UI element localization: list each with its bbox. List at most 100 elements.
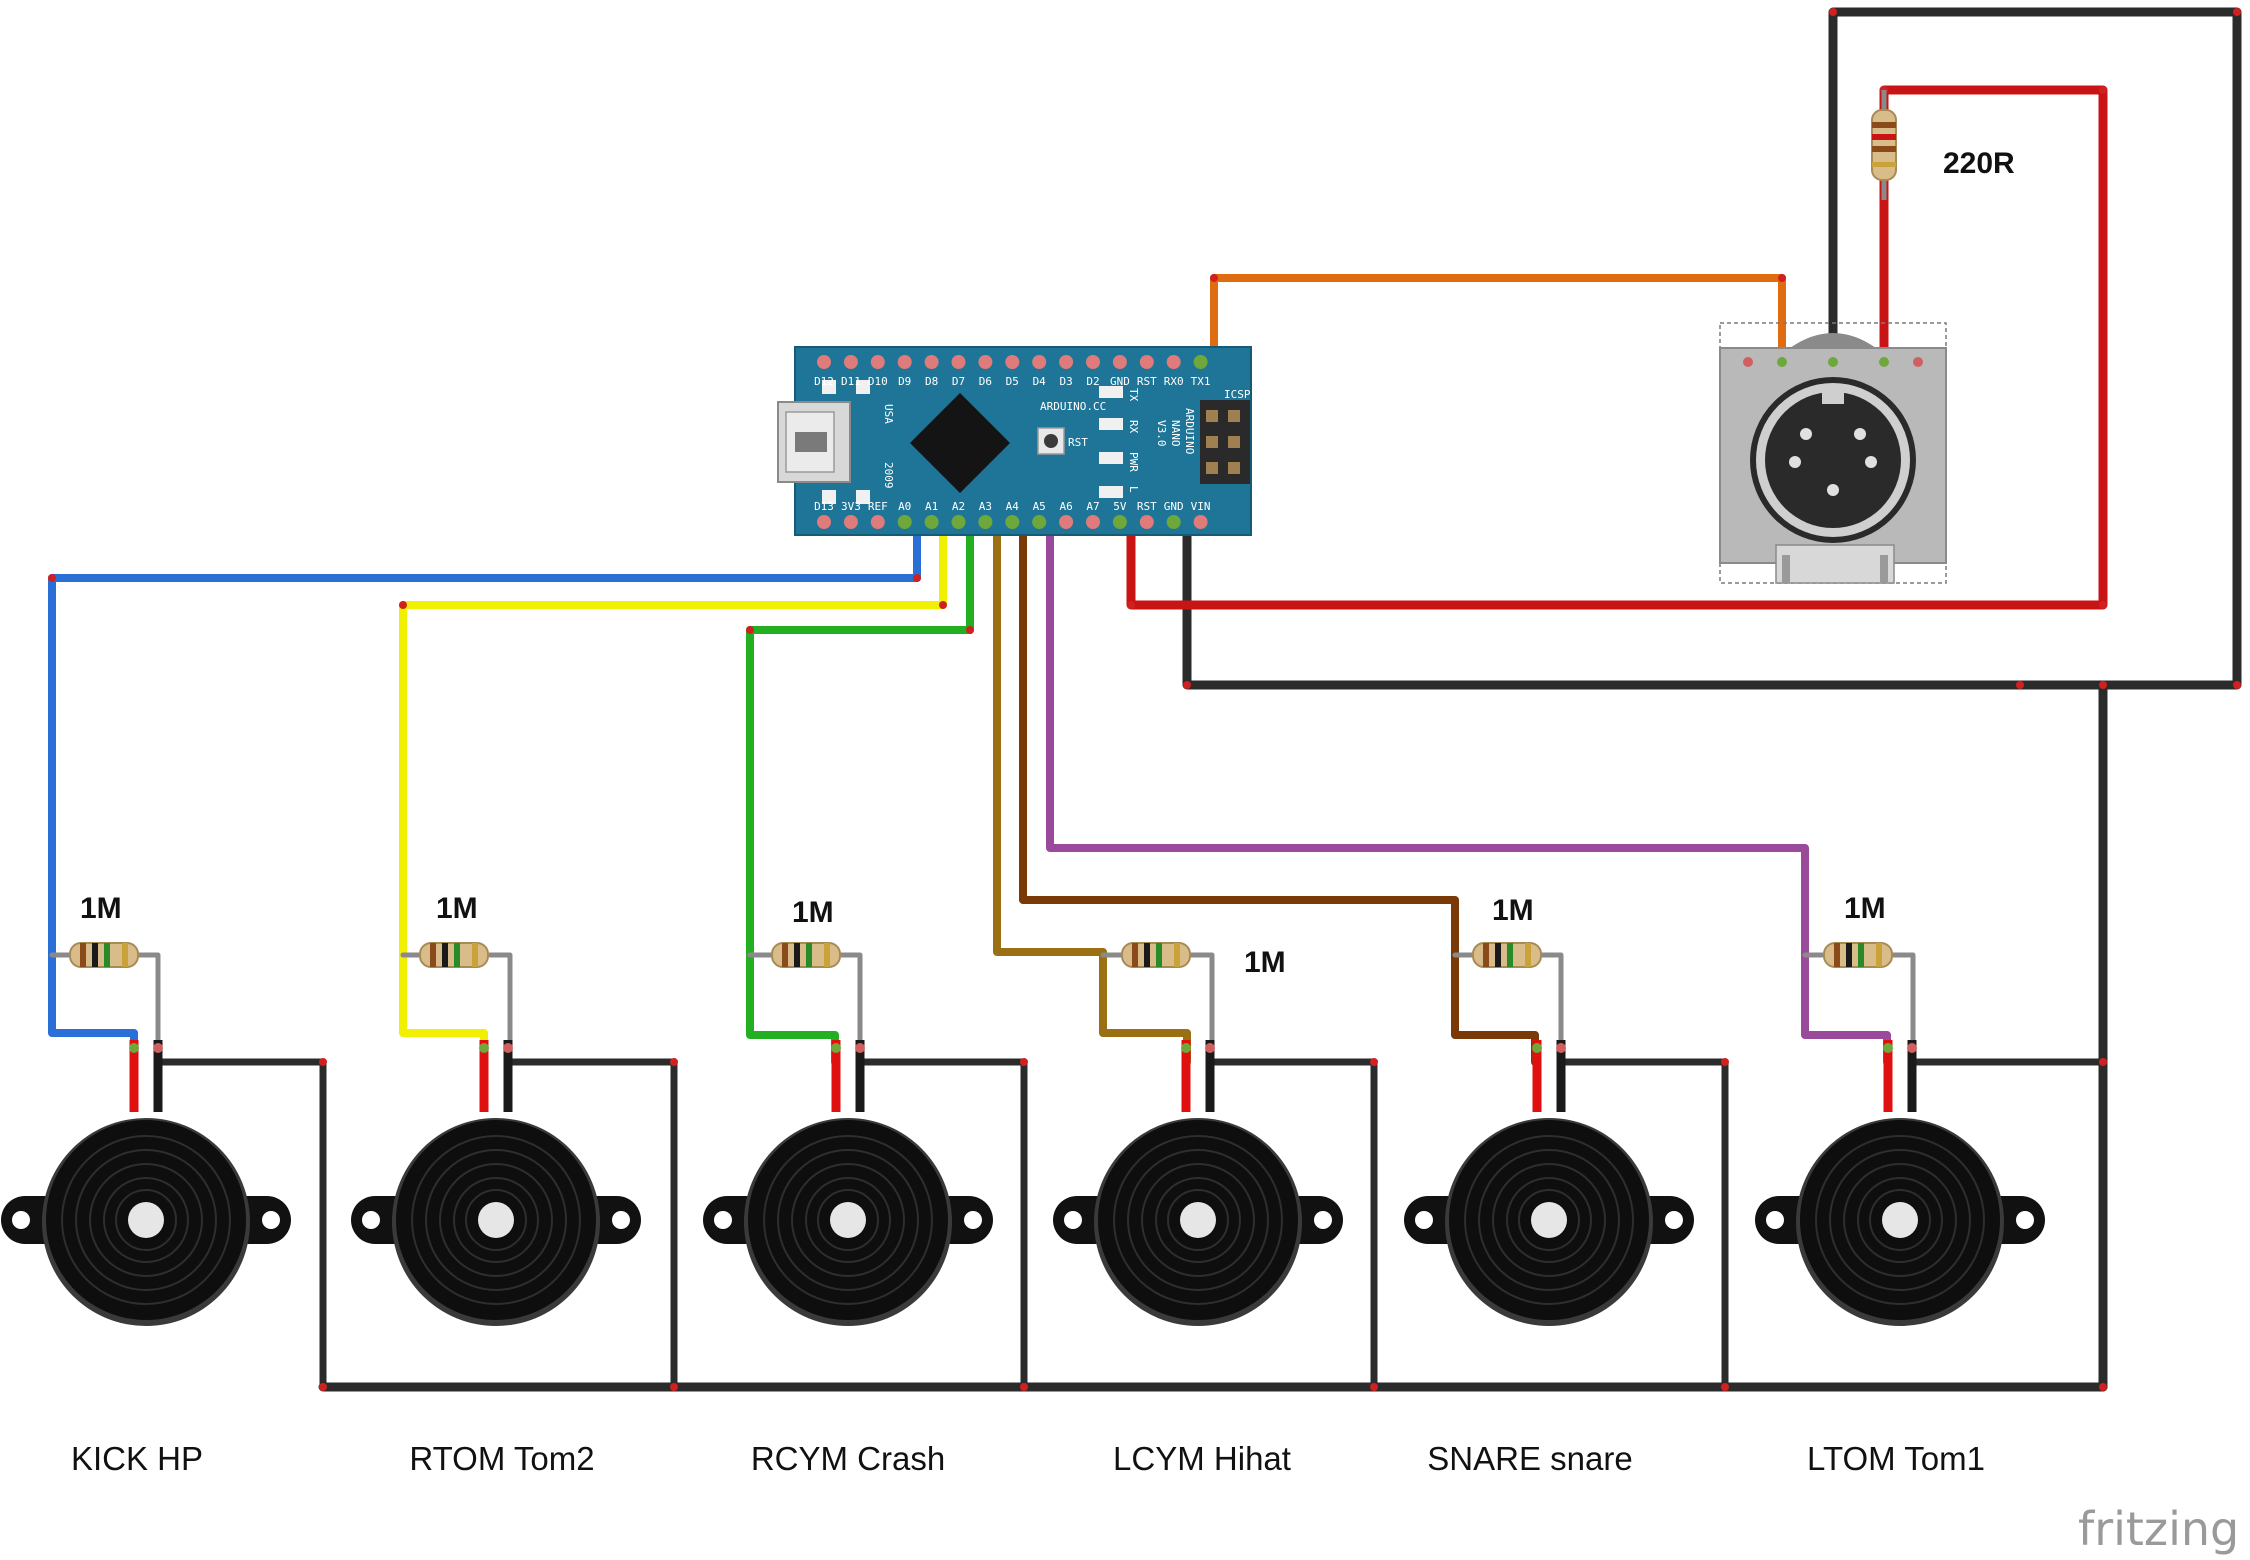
piezo-ring — [1869, 1189, 1931, 1251]
piezo-ring — [411, 1135, 581, 1305]
piezo-mount-hole — [262, 1211, 280, 1229]
wire-a2-green — [746, 518, 974, 1066]
resistor-band — [1876, 943, 1882, 967]
pin-label-bottom: A1 — [925, 500, 938, 513]
resistor-1m: 1M — [771, 896, 841, 968]
resistor-band — [1174, 943, 1180, 967]
pin-label-bottom: VIN — [1191, 500, 1211, 513]
piezo-contact — [129, 1043, 139, 1053]
piezo-contact — [855, 1043, 865, 1053]
piezo-mount-hole — [1314, 1211, 1332, 1229]
pin-label-bottom: A0 — [898, 500, 911, 513]
resistor-band — [782, 943, 788, 967]
resistor-band — [794, 943, 800, 967]
pin-top-d6 — [978, 355, 993, 369]
resistor-band — [92, 943, 98, 967]
resistor-band — [1525, 943, 1531, 967]
resistor-band — [472, 943, 478, 967]
resistor-label: 1M — [80, 892, 122, 925]
pin-top-d10 — [870, 355, 885, 369]
resistor-band — [104, 943, 110, 967]
pin-top-d9 — [897, 355, 912, 369]
piezo-center — [128, 1202, 164, 1238]
resistor-band — [430, 943, 436, 967]
piezo-ring — [453, 1177, 539, 1263]
piezo-ring — [465, 1189, 527, 1251]
resistor-label: 1M — [1492, 894, 1534, 927]
board-brand: ARDUINO.CC — [1040, 400, 1106, 413]
pin-label-top: GND — [1110, 375, 1130, 388]
piezo-ring — [777, 1149, 919, 1291]
piezo-ring — [439, 1163, 553, 1277]
piezo-ring — [425, 1149, 567, 1291]
pin-label-top: D4 — [1033, 375, 1047, 388]
pin-top-d2 — [1086, 355, 1100, 369]
board-rst-label: RST — [1068, 436, 1088, 449]
piezo-mount-hole — [362, 1211, 380, 1229]
pin-label-bottom: A6 — [1059, 500, 1072, 513]
piezo-sensor — [1, 1040, 291, 1326]
pin-label-top: D6 — [979, 375, 992, 388]
pin-label-bottom: A2 — [952, 500, 965, 513]
wire-a5-purple — [1046, 518, 1891, 1066]
piezo-ring — [1141, 1163, 1255, 1277]
pin-label-top: D8 — [925, 375, 938, 388]
piezo-ring — [1127, 1149, 1269, 1291]
board-model-block: ARDUINO NANO V3.0 — [1155, 408, 1196, 454]
led-label: PWR — [1127, 452, 1140, 472]
pin-top-d5 — [1005, 355, 1020, 369]
pin-bottom-a1 — [924, 515, 939, 529]
piezo-ring — [817, 1189, 879, 1251]
piezo-center — [830, 1202, 866, 1238]
pin-label-top: RX0 — [1164, 375, 1184, 388]
wire-a4-brown — [1019, 518, 1539, 1066]
channel-label: KICK HP — [71, 1440, 203, 1477]
pin-bottom-d13 — [817, 515, 831, 529]
pin-bottom-a0 — [897, 515, 912, 529]
resistor-leads — [49, 952, 1916, 1043]
pin-bottom-gnd — [1166, 515, 1181, 529]
resistor-label: 1M — [436, 892, 478, 925]
piezo-center — [478, 1202, 514, 1238]
channel-label: SNARE snare — [1427, 1440, 1632, 1477]
pin-bottom-rst — [1139, 515, 1154, 529]
pin-label-bottom: RST — [1137, 500, 1157, 513]
wire-a3-olive — [993, 518, 1191, 1066]
piezo-center — [1882, 1202, 1918, 1238]
arduino-nano-board: ARDUINO.CC RST ICSP USA 2009 ARDUINO NAN… — [777, 346, 1252, 536]
pin-bottom-vin — [1193, 515, 1208, 529]
piezo-ring — [805, 1177, 891, 1263]
pin-label-top: D9 — [898, 375, 911, 388]
piezo-contact — [1907, 1043, 1917, 1053]
led-label: L — [1127, 486, 1140, 493]
pin-bottom-a2 — [951, 515, 966, 529]
piezo-ring — [1857, 1177, 1943, 1263]
piezo-sensor — [1053, 1040, 1343, 1326]
piezo-sensors — [1, 1040, 2045, 1326]
piezo-mount-hole — [1415, 1211, 1433, 1229]
pin-top-rx0 — [1166, 355, 1181, 369]
piezo-contact — [1181, 1043, 1191, 1053]
pin-label-top: D3 — [1059, 375, 1072, 388]
piezo-ring — [1492, 1163, 1606, 1277]
pin-bottom-ref — [870, 515, 885, 529]
channel-label: LTOM Tom1 — [1807, 1440, 1985, 1477]
piezo-mount-hole — [1665, 1211, 1683, 1229]
resistor-band — [1495, 943, 1501, 967]
midi-resistor: 220R — [1871, 90, 2015, 200]
midi-din-connector — [1719, 322, 1947, 584]
wire-tx-orange — [1210, 274, 1786, 366]
piezo-ring — [791, 1163, 905, 1277]
resistor-band — [806, 943, 812, 967]
channel-label: RCYM Crash — [751, 1440, 945, 1477]
pin-label-bottom: 3V3 — [841, 500, 861, 513]
piezo-ring — [1815, 1135, 1985, 1305]
wire-joints — [48, 8, 2241, 1391]
pin-label-top: D12 — [814, 375, 834, 388]
piezo-mount-hole — [2016, 1211, 2034, 1229]
resistor-band — [80, 943, 86, 967]
piezo-contact — [479, 1043, 489, 1053]
resistor-band — [454, 943, 460, 967]
